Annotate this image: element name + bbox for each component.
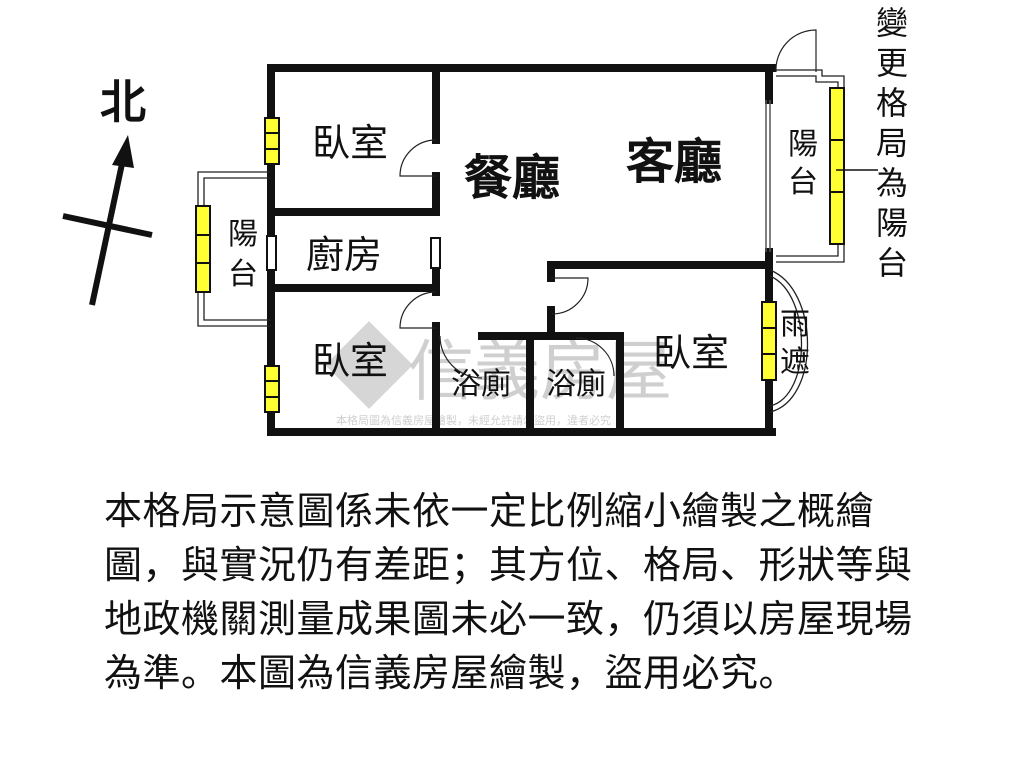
room-kitchen: 廚房 [306, 233, 382, 277]
walls [267, 64, 776, 436]
room-bedroom-sw: 臥室 [312, 339, 388, 383]
window-nw [264, 117, 280, 165]
annotation-side: 變 更 格 局 為 陽 台 [876, 4, 908, 282]
annotation-char: 陽 [876, 204, 908, 242]
room-bedroom-nw: 臥室 [312, 121, 388, 165]
rain-shelter-outline [769, 269, 808, 413]
watermark-caption: 本格局圖為信義房屋繪製，未經允許請勿盜用，違者必究 [336, 413, 611, 427]
annotation-char: 為 [876, 164, 908, 202]
room-rain-shelter-1: 雨 [780, 307, 810, 342]
room-bath-1: 浴廁 [451, 367, 511, 402]
room-balcony-east-1: 陽 [788, 127, 818, 162]
annotation-char: 台 [876, 244, 908, 282]
north-compass-icon: 北 [62, 75, 153, 306]
room-balcony-west-1: 陽 [228, 217, 258, 252]
window-east-balcony [829, 87, 845, 245]
room-balcony-west-2: 台 [228, 257, 258, 292]
watermark: 信義房屋 本格局圖為信義房屋繪製，未經允許請勿盜用，違者必究 [325, 321, 672, 427]
door-swings [399, 29, 817, 379]
watermark-brand: 信義房屋 [408, 333, 672, 410]
room-bath-2: 浴廁 [546, 367, 606, 402]
window-west-balcony [195, 205, 211, 293]
watermark-logo-icon [325, 321, 413, 409]
room-rain-shelter-2: 遮 [780, 345, 810, 380]
floor-plan: 北 信義房屋 本格局圖為信義房屋繪製，未經允許請勿盜用，違者必究 [62, 4, 908, 436]
room-living: 客廳 [626, 134, 722, 190]
annotation-char: 格 [876, 84, 908, 122]
window-kitchen [266, 235, 441, 271]
sliding-door-east [765, 100, 771, 252]
annotation-char: 局 [876, 124, 908, 162]
disclaimer-text: 本格局示意圖係未依一定比例縮小繪製之概繪圖，與實況仍有差距；其方位、格局、形狀等… [104, 489, 913, 695]
room-balcony-east-2: 台 [788, 165, 818, 200]
window-se-bedroom [761, 301, 777, 381]
windows [195, 87, 845, 413]
annotation-char: 更 [876, 44, 908, 82]
north-label: 北 [100, 75, 146, 129]
balcony-east-outline [776, 69, 845, 263]
room-dining: 餐廳 [464, 150, 560, 206]
window-sw [264, 365, 280, 413]
room-bedroom-se: 臥室 [653, 331, 729, 375]
annotation-char: 變 [876, 4, 908, 42]
